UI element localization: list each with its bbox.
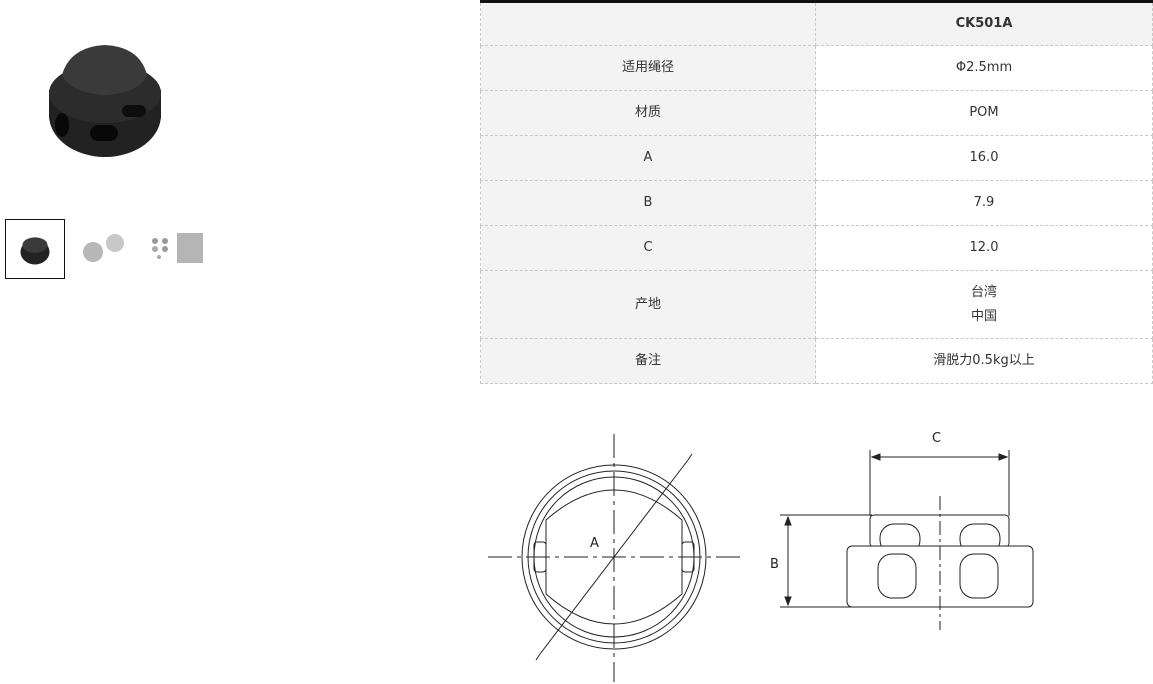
row-label: A: [480, 135, 816, 181]
thumbnail-1[interactable]: [5, 219, 65, 279]
table-header-row: CK501A: [480, 1, 1153, 46]
thumbnail-2[interactable]: [75, 219, 135, 279]
row-value: POM: [815, 90, 1153, 136]
origin-1: 台湾: [970, 284, 997, 300]
row-value: 16.0: [815, 135, 1153, 181]
row-label: B: [480, 180, 816, 226]
table-row: 产地台湾中国: [480, 270, 1153, 339]
row-value: 7.9: [815, 180, 1153, 226]
dimension-label-a: A: [590, 536, 599, 551]
technical-drawing: A C B: [488, 431, 1034, 682]
side-view: C B: [770, 431, 1034, 630]
row-label: 材质: [480, 90, 816, 136]
main-product-image: [49, 45, 161, 157]
model-name: CK501A: [815, 1, 1153, 46]
row-value: 滑脱力0.5kg以上: [815, 338, 1153, 384]
row-label: 适用绳径: [480, 45, 816, 91]
origin-2: 中国: [970, 308, 997, 324]
dimension-label-c: C: [932, 431, 941, 446]
row-label: 备注: [480, 338, 816, 384]
row-label: C: [480, 225, 816, 271]
row-value: Φ2.5mm: [815, 45, 1153, 91]
row-value: 台湾中国: [815, 270, 1153, 339]
table-row: 备注滑脱力0.5kg以上: [480, 338, 1153, 384]
header-label-cell: [480, 1, 816, 46]
row-label: 产地: [480, 270, 816, 339]
dimension-label-b: B: [770, 557, 779, 572]
row-value: 12.0: [815, 225, 1153, 271]
top-view: A: [488, 434, 740, 682]
thumbnail-3[interactable]: [143, 219, 205, 279]
